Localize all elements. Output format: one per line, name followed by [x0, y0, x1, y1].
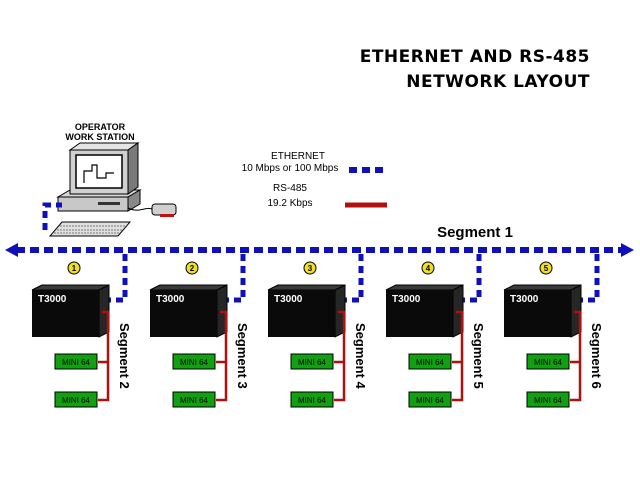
mini64-label: MINI 64 [180, 358, 209, 367]
controller-top-face [503, 284, 582, 291]
rs485-wiring [98, 310, 110, 402]
mini64-module [408, 353, 452, 370]
mini64-module [172, 353, 216, 370]
mini64-module [290, 391, 334, 408]
controller-box [32, 290, 99, 337]
mini64-module [290, 353, 334, 370]
controller-top-face [385, 284, 464, 291]
ethernet-drop [108, 254, 128, 303]
controller-top-face [31, 284, 110, 291]
controller-top-face [149, 284, 228, 291]
mini64-label: MINI 64 [416, 396, 445, 405]
rs485-wiring [452, 310, 464, 402]
workstation-ethernet-drop [42, 202, 62, 230]
mini64-module [526, 391, 570, 408]
workstation-label-line1: OPERATOR [75, 122, 126, 132]
controller-top-face [267, 284, 346, 291]
controller-box [268, 290, 335, 337]
controller-label: T3000 [274, 294, 303, 305]
diagram-title-line2: NETWORK LAYOUT [406, 72, 590, 92]
rs485-wiring [570, 310, 582, 402]
segment-label: Segment 4 [353, 323, 368, 390]
mini64-module [408, 391, 452, 408]
mini64-label: MINI 64 [180, 396, 209, 405]
controller-label: T3000 [392, 294, 421, 305]
ethernet-drop [580, 254, 600, 303]
controller-label: T3000 [510, 294, 539, 305]
mini64-label: MINI 64 [62, 358, 91, 367]
mini64-label: MINI 64 [298, 396, 327, 405]
controller-box [504, 290, 571, 337]
rs485-wiring [216, 310, 228, 402]
node-number: 1 [72, 264, 77, 273]
mini64-label: MINI 64 [534, 358, 563, 367]
computer-workstation-icon [48, 142, 177, 237]
segment-label: Segment 5 [471, 323, 486, 389]
mini64-module [54, 353, 98, 370]
controller-box [150, 290, 217, 337]
mini64-label: MINI 64 [534, 396, 563, 405]
backbone-arrow-right-icon [621, 243, 634, 257]
segment-label: Segment 3 [235, 323, 250, 389]
ethernet-drop [344, 254, 364, 303]
controller-label: T3000 [38, 294, 67, 305]
mini64-module [172, 391, 216, 408]
rs485-wiring [334, 310, 346, 402]
legend-rs485-speed: 19.2 Kbps [267, 198, 312, 209]
segment-label: Segment 6 [589, 323, 604, 389]
mini64-label: MINI 64 [298, 358, 327, 367]
legend-ethernet-title: ETHERNET [271, 151, 325, 162]
segment-label: Segment 2 [117, 323, 132, 389]
legend-ethernet-speed: 10 Mbps or 100 Mbps [242, 163, 339, 174]
controller-label: T3000 [156, 294, 185, 305]
diagram-title-line1: ETHERNET AND RS-485 [360, 47, 590, 67]
ethernet-drop [462, 254, 482, 303]
node-number-badge [539, 261, 553, 275]
legend-rs485-title: RS-485 [273, 183, 307, 194]
node-number: 3 [308, 264, 313, 273]
workstation-label-line2: WORK STATION [65, 132, 134, 142]
node-number: 5 [544, 264, 549, 273]
node-number: 2 [190, 264, 195, 273]
backbone-arrow-left-icon [5, 243, 18, 257]
ethernet-drop [226, 254, 246, 303]
node-number-badge [303, 261, 317, 275]
node-number-badge [421, 261, 435, 275]
controller-box [386, 290, 453, 337]
node-number: 4 [426, 264, 431, 273]
mini64-label: MINI 64 [416, 358, 445, 367]
mini64-label: MINI 64 [62, 396, 91, 405]
backbone-segment-label: Segment 1 [437, 224, 513, 241]
mini64-module [526, 353, 570, 370]
node-number-badge [185, 261, 199, 275]
mini64-module [54, 391, 98, 408]
node-number-badge [67, 261, 81, 275]
